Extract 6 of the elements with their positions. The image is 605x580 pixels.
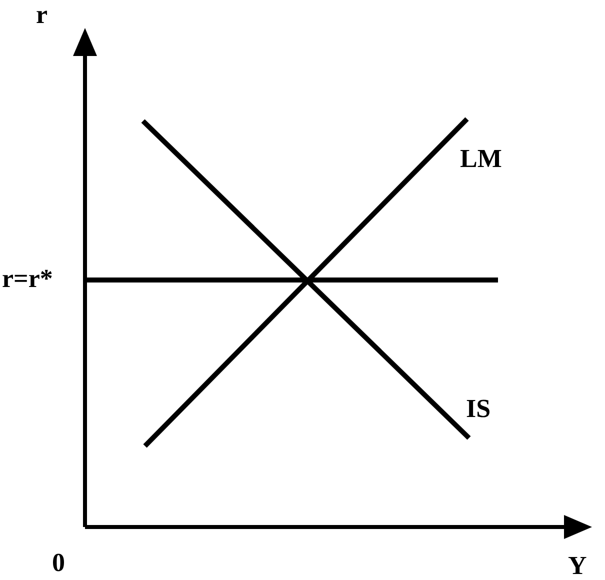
- axis-label: r: [36, 2, 48, 28]
- curve-label: IS: [466, 396, 491, 422]
- origin-label: 0: [52, 550, 65, 576]
- axis-label: r=r*: [2, 266, 53, 292]
- curve-label: LM: [460, 146, 502, 172]
- axis-label: Y: [568, 553, 587, 579]
